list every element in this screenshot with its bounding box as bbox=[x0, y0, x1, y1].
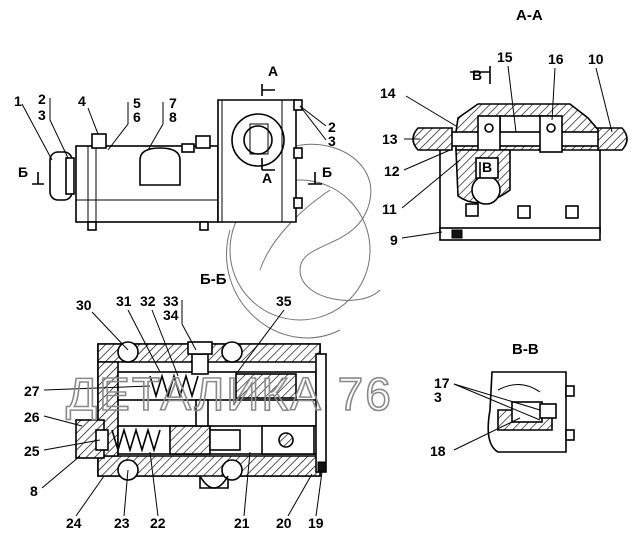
label-32: 32 bbox=[140, 293, 156, 309]
label-18: 18 bbox=[430, 443, 446, 459]
label-6: 6 bbox=[133, 109, 141, 125]
main-view: А А Б Б bbox=[18, 63, 332, 231]
label-23: 23 bbox=[114, 515, 130, 531]
label-12: 13 bbox=[382, 131, 398, 147]
section-aa-title: А-А bbox=[516, 7, 543, 24]
label-33: 33 bbox=[163, 293, 179, 309]
label-34: 34 bbox=[163, 307, 179, 323]
watermark-logo bbox=[226, 143, 381, 339]
label-10: 11 bbox=[382, 201, 397, 217]
section-bb-labels: 30 31 32 33 34 35 27 26 25 8 24 23 22 21… bbox=[24, 293, 324, 531]
section-a-mark-top: А bbox=[268, 63, 278, 79]
label-13: 14 bbox=[380, 85, 396, 101]
section-b-mark-left: Б bbox=[18, 164, 28, 180]
label-2: 2 bbox=[38, 91, 46, 107]
section-v-mark-inner: В bbox=[482, 159, 492, 175]
section-vv-labels: 17 3 18 bbox=[430, 375, 541, 459]
label-15: 16 bbox=[548, 51, 564, 67]
label-19: 19 bbox=[308, 515, 324, 531]
watermark-text: ДЕТАЛИКА 76 bbox=[66, 368, 393, 420]
label-4: 4 bbox=[78, 93, 86, 109]
label-30: 30 bbox=[76, 297, 92, 313]
label-8: 8 bbox=[169, 109, 177, 125]
label-24: 24 bbox=[66, 515, 82, 531]
section-aa-labels: 14 13 12 11 9 15 16 10 bbox=[380, 49, 613, 248]
section-a-mark-bottom: А bbox=[262, 170, 272, 186]
section-bb-title: Б-Б bbox=[200, 271, 227, 288]
label-11: 12 bbox=[384, 163, 400, 179]
section-b-mark-right: Б bbox=[322, 164, 332, 180]
section-v-mark: В bbox=[472, 67, 482, 83]
section-vv-view: В-В bbox=[487, 341, 575, 453]
label-31: 31 bbox=[116, 293, 132, 309]
label-22: 22 bbox=[150, 515, 166, 531]
label-3: 3 bbox=[38, 107, 46, 123]
label-21: 21 bbox=[234, 515, 250, 531]
section-vv-title: В-В bbox=[512, 341, 539, 358]
section-aa-view: А-А В В bbox=[412, 7, 628, 241]
label-2-right: 2 bbox=[328, 119, 336, 135]
label-8-bb: 8 bbox=[30, 483, 38, 499]
section-bb-view: Б-Б bbox=[75, 271, 327, 489]
label-27: 27 bbox=[24, 383, 40, 399]
label-9: 9 bbox=[390, 232, 398, 248]
label-16: 10 bbox=[588, 51, 604, 67]
label-35: 35 bbox=[276, 293, 292, 309]
label-1: 1 bbox=[14, 93, 22, 109]
label-5: 5 bbox=[133, 95, 141, 111]
label-14: 15 bbox=[497, 49, 513, 65]
label-3-vv: 3 bbox=[434, 389, 442, 405]
main-view-labels: 1 2 3 4 5 6 7 8 2 3 bbox=[14, 91, 336, 161]
label-25: 25 bbox=[24, 443, 40, 459]
label-7: 7 bbox=[169, 95, 177, 111]
label-26: 26 bbox=[24, 409, 40, 425]
label-17: 17 bbox=[434, 375, 450, 391]
label-20: 20 bbox=[276, 515, 292, 531]
label-3-right: 3 bbox=[328, 133, 336, 149]
